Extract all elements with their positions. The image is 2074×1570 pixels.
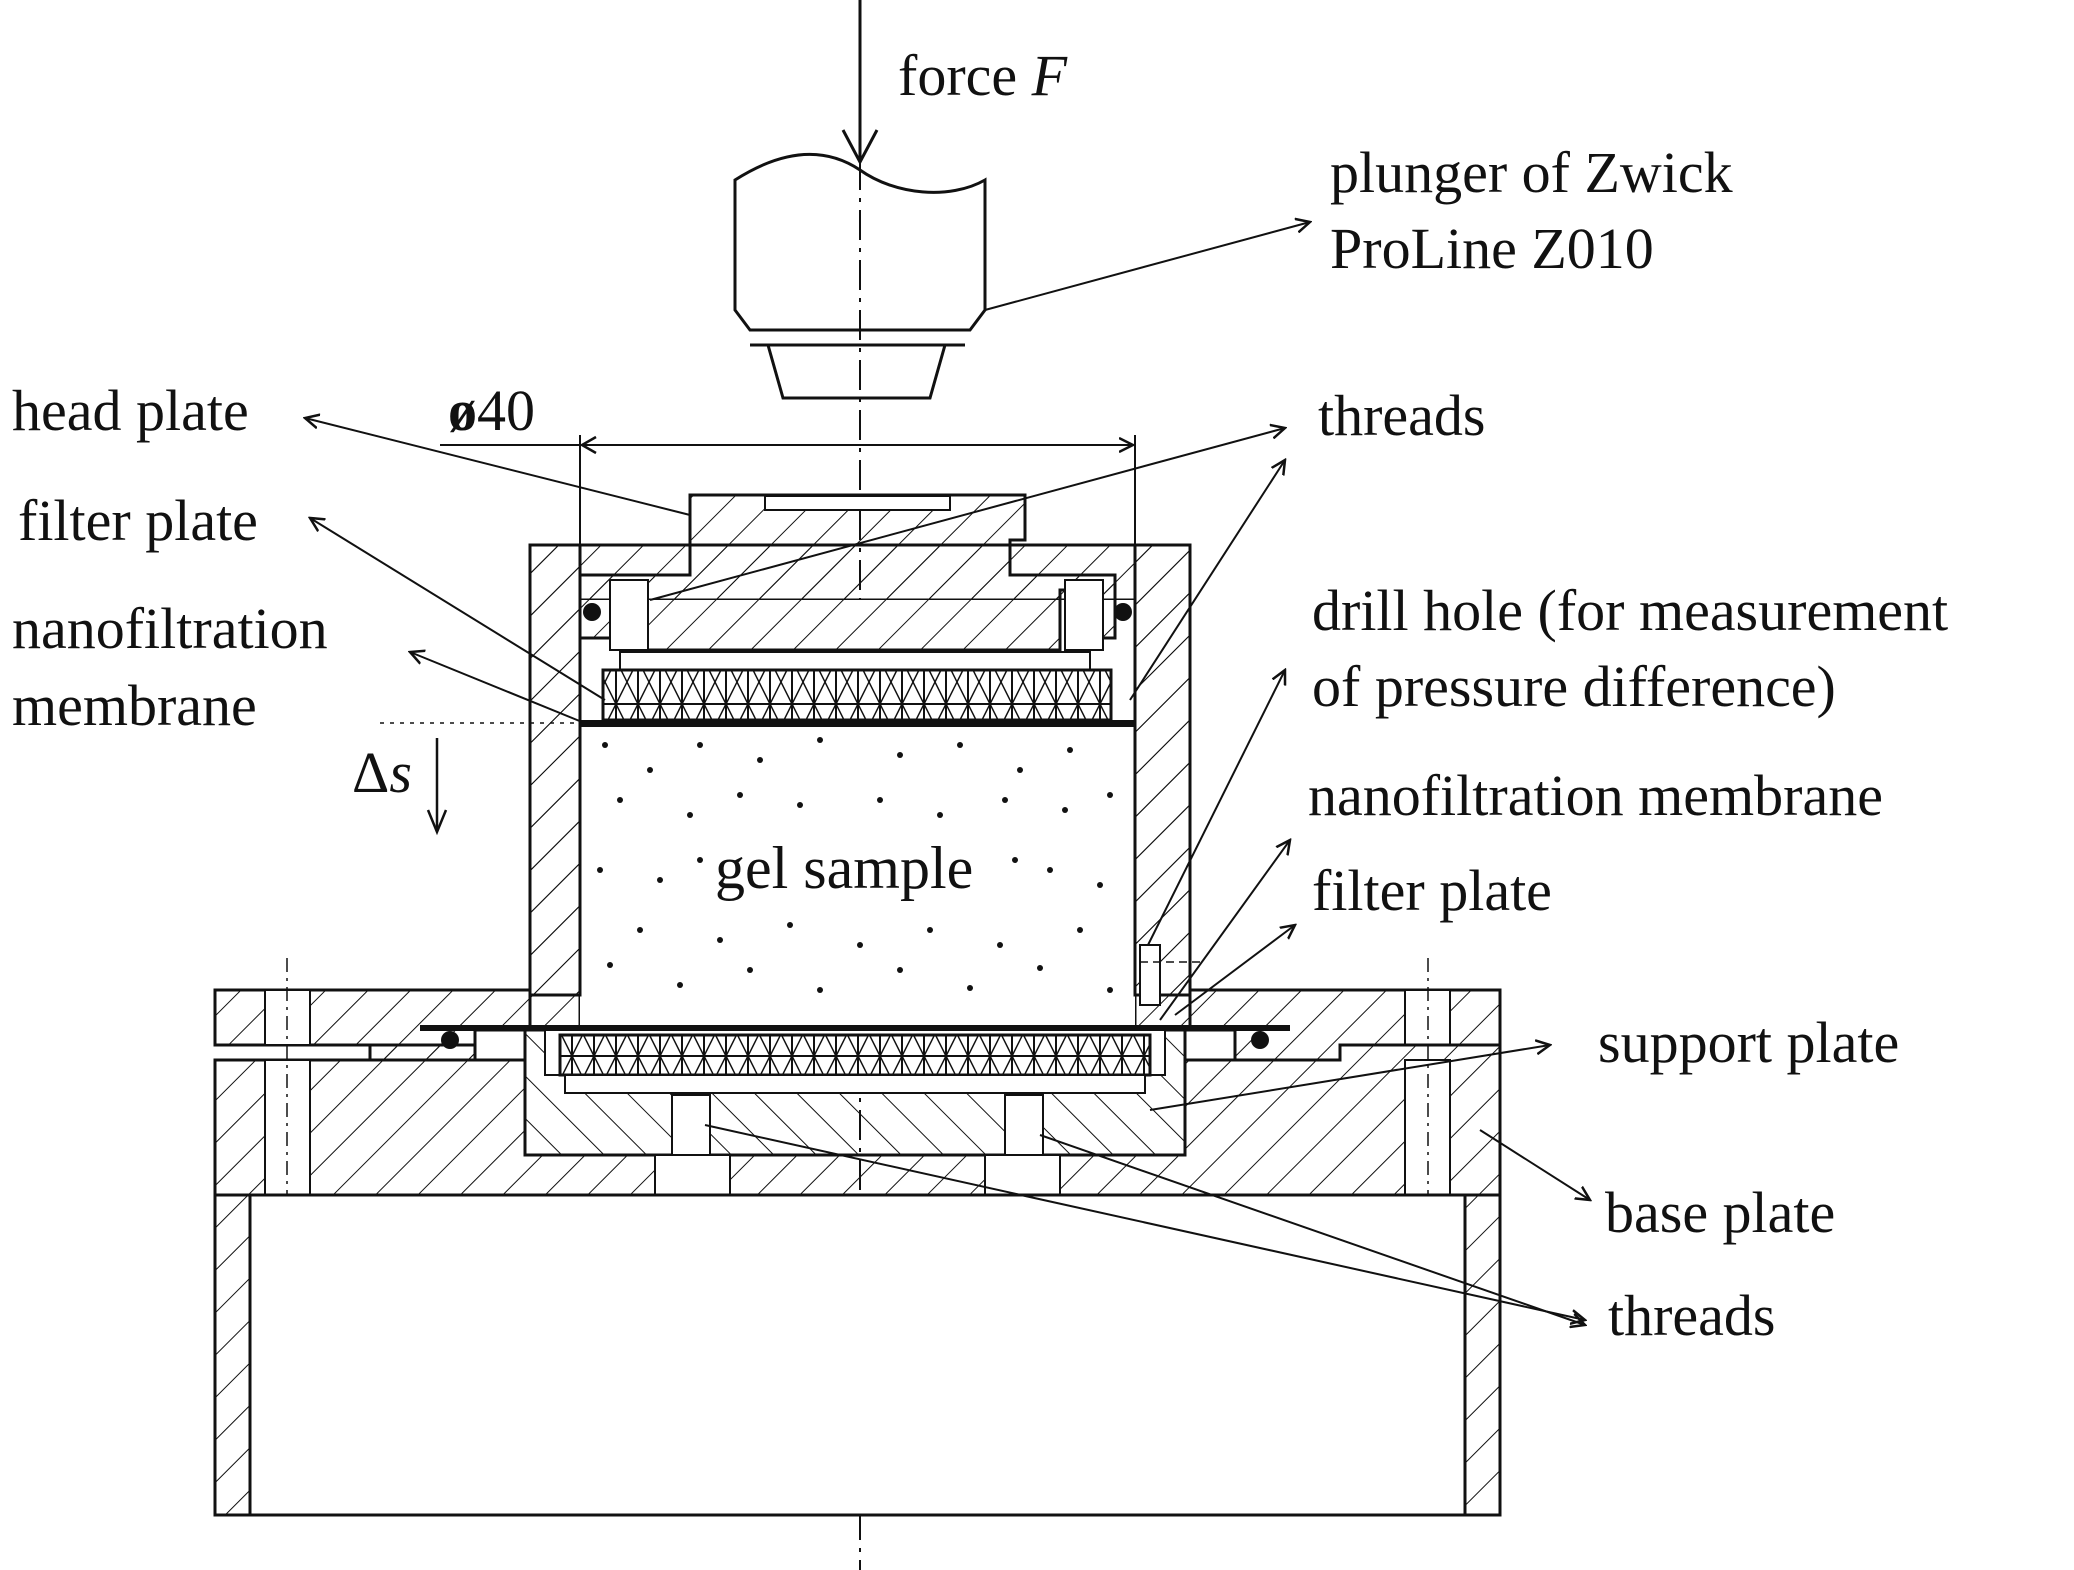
filter-plate-left-label: filter plate xyxy=(18,488,258,553)
delta-s-indicator xyxy=(380,722,580,836)
gel-sample xyxy=(597,737,1113,993)
force-arrow xyxy=(841,0,879,166)
drill-hole xyxy=(1139,944,1200,1006)
leader-lines xyxy=(305,222,1590,1325)
plunger-label-line1: plunger of Zwick xyxy=(1330,140,1733,205)
drill-hole-label-line2: of pressure difference) xyxy=(1312,654,1836,719)
bottom-membrane xyxy=(420,1025,1290,1031)
support-plate-label: support plate xyxy=(1598,1010,1899,1075)
threads-bottom-label: threads xyxy=(1608,1283,1776,1348)
top-membrane xyxy=(580,720,1135,727)
drill-hole-label-line1: drill hole (for measurement xyxy=(1312,578,1948,643)
gel-sample-label: gel sample xyxy=(715,835,973,901)
filter-plate-right-label: filter plate xyxy=(1312,858,1552,923)
head-plate-label: head plate xyxy=(12,378,249,443)
base-plate xyxy=(213,958,1502,1210)
nf-membrane-left-line1: nanofiltration xyxy=(12,596,328,661)
lower-housing xyxy=(213,1193,1502,1517)
top-filter-plate xyxy=(601,651,1113,722)
support-plate xyxy=(523,1028,1187,1196)
nf-membrane-left-line2: membrane xyxy=(12,673,257,738)
delta-s-label: Δs xyxy=(352,740,412,805)
nf-membrane-right-label: nanofiltration membrane xyxy=(1308,763,1883,828)
threads-top-label: threads xyxy=(1318,383,1486,448)
head-plate xyxy=(578,493,1132,652)
plunger xyxy=(733,152,987,400)
diameter-label: ø40 xyxy=(448,378,535,443)
diameter-dimension xyxy=(440,435,1136,560)
plunger-label-line2: ProLine Z010 xyxy=(1330,216,1654,281)
force-label: force F xyxy=(898,43,1068,108)
base-plate-label: base plate xyxy=(1605,1180,1835,1245)
